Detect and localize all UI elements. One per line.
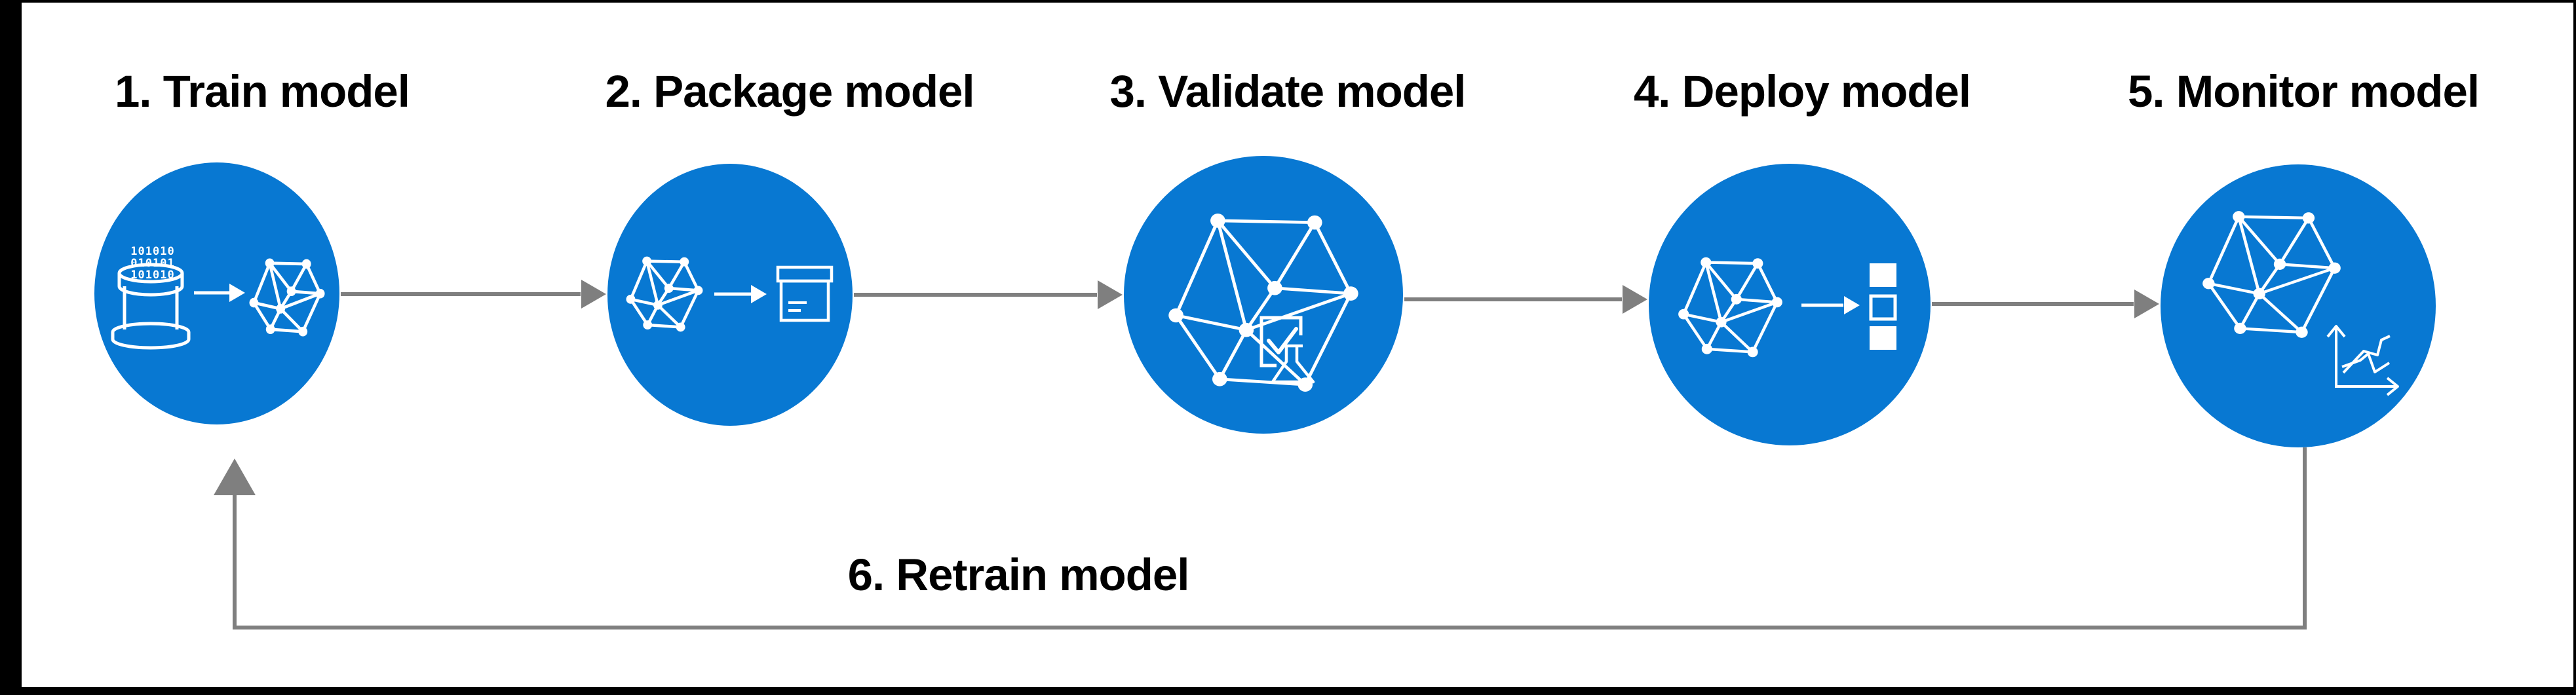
flask-icon [1271, 344, 1315, 384]
step-label-3: 3. Validate model [1109, 66, 1467, 117]
retrain-loop-line [233, 447, 2307, 629]
connector-arrowhead-icon [1098, 280, 1123, 309]
validate-model-icons [1168, 214, 1358, 392]
deploy-model-icons [1678, 257, 1897, 358]
retrain-label: 6. Retrain model [847, 550, 1190, 600]
connector-arrow-4 [1932, 290, 2159, 318]
step-label-1: 1. Train model [115, 66, 410, 117]
connector-arrowhead-icon [581, 280, 606, 309]
step-circle-3 [1124, 156, 1403, 434]
database-icon [111, 263, 191, 350]
monitor-model-icons [2202, 211, 2399, 396]
step-label-4: 4. Deploy model [1633, 66, 1971, 117]
connector-arrowhead-icon [1623, 285, 1647, 314]
binary-row: 101010 [130, 245, 174, 258]
connector-arrow-1 [341, 280, 606, 309]
step-circle-5 [2161, 164, 2436, 447]
checkbox-icon [1259, 316, 1303, 367]
train-model-icons: 101010 010101 101010 [111, 245, 325, 350]
retrain-arrowhead-icon [214, 459, 256, 495]
connector-arrowhead-icon [2134, 290, 2159, 318]
deploy-squares-icon [1869, 263, 1897, 350]
step-label-2: 2. Package model [605, 66, 974, 117]
step-circle-4 [1649, 164, 1931, 445]
retrain-loop-arrow [214, 447, 2307, 629]
flow-arrow-icon [194, 284, 245, 302]
connector-arrow-3 [1404, 285, 1647, 314]
step-label-5: 5. Monitor model [2128, 66, 2480, 117]
package-box-icon [776, 265, 834, 322]
flow-arrow-icon [1801, 296, 1860, 314]
binary-row: 101010 [130, 269, 174, 282]
package-model-icons [626, 257, 834, 332]
flow-arrow-icon [714, 285, 767, 303]
connector-arrow-2 [854, 280, 1123, 309]
chart-icon [2326, 325, 2399, 396]
